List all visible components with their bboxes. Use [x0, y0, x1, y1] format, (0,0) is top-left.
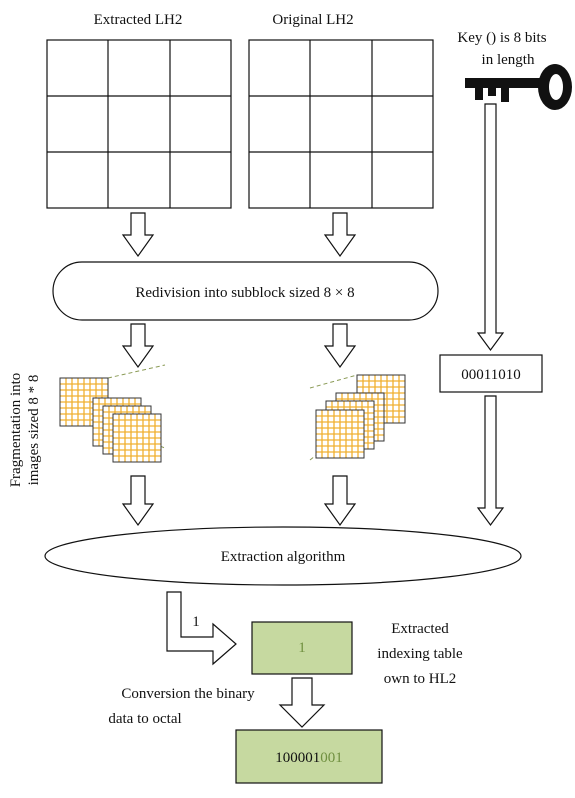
arrow-right-to-extraction	[323, 475, 357, 527]
redivision-node: Redivision into subblock sized 8 × 8	[52, 261, 439, 321]
extracted-lh2-title: Extracted LH2	[94, 12, 183, 28]
arrow-original-to-redivision	[323, 212, 357, 258]
left-tile-stack	[59, 364, 166, 463]
key-label-line2: in length	[482, 52, 535, 68]
result-box: 100001001	[235, 729, 383, 784]
arrow-extracted-to-redivision	[121, 212, 155, 258]
extracted-bit-value: 1	[298, 640, 306, 656]
conversion-label-line2: data to octal	[108, 711, 181, 727]
original-lh2-title: Original LH2	[272, 12, 353, 28]
right-tile-stack	[309, 374, 406, 461]
key-label-line1: Key () is 8 bits	[457, 30, 546, 46]
tile-right-4	[315, 409, 365, 459]
result-value-black: 100001	[275, 750, 320, 766]
key-arrow	[476, 103, 505, 352]
arrow-one-label: 1	[192, 614, 200, 630]
original-lh2-grid	[248, 39, 434, 209]
bent-arrow-to-bit	[166, 591, 237, 666]
arrow-to-result	[278, 677, 326, 728]
conversion-label-line1: Conversion the binary	[121, 686, 255, 702]
arrow-redivision-right	[323, 323, 357, 369]
redivision-label: Redivision into subblock sized 8 × 8	[135, 285, 354, 301]
result-value-green: 001	[320, 750, 343, 766]
tile-left-4	[112, 413, 162, 463]
fragmentation-label-line1: Fragmentation into	[8, 373, 24, 488]
extraction-label: Extraction algorithm	[221, 549, 346, 565]
extracted-bit-box: 1	[251, 621, 353, 675]
fragmentation-label-line2: images sized 8 * 8	[26, 375, 42, 486]
result-value: 100001001	[275, 750, 343, 766]
indexing-label-line3: own to HL2	[384, 671, 457, 687]
indexing-label-line1: Extracted	[391, 621, 449, 637]
indexing-label-line2: indexing table	[377, 646, 463, 662]
key-bits-box: 00011010	[439, 354, 543, 393]
extracted-lh2-grid	[46, 39, 232, 209]
key-icon	[465, 64, 572, 110]
arrow-key-to-extraction	[476, 395, 505, 527]
arrow-redivision-left	[121, 323, 155, 369]
key-bits-label: 00011010	[461, 367, 520, 383]
arrow-left-to-extraction	[121, 475, 155, 527]
extraction-node: Extraction algorithm	[44, 526, 522, 586]
